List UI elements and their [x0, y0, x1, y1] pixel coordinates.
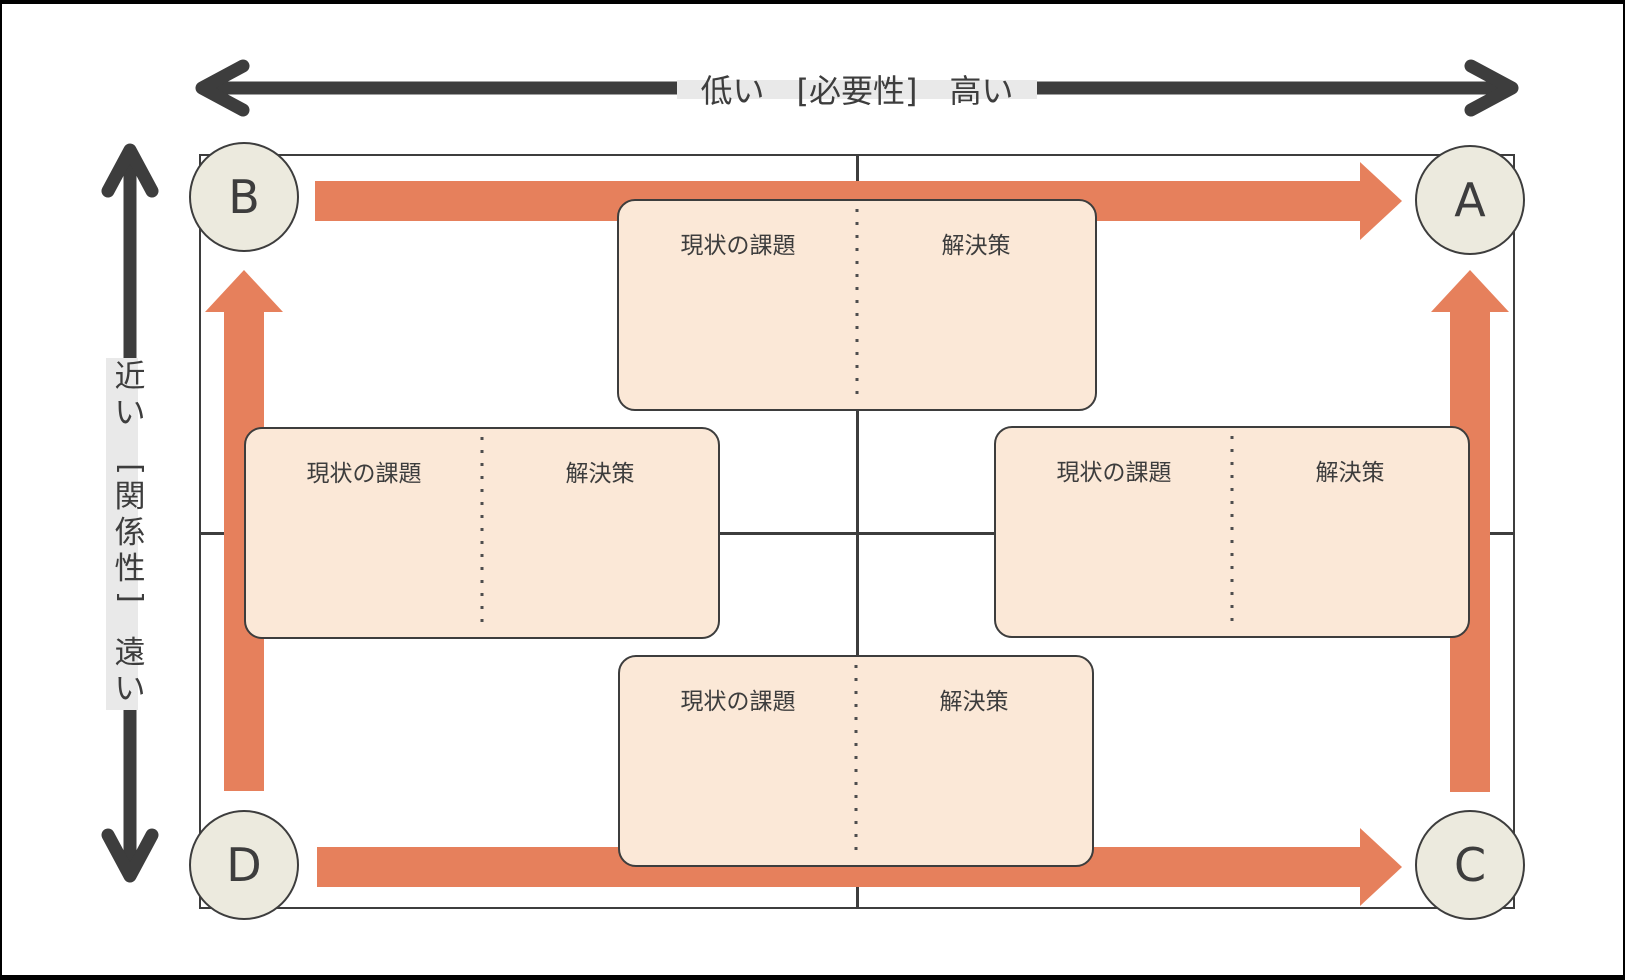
y-axis-top-arrowhead	[101, 143, 159, 198]
card-left: 現状の課題 解決策	[244, 427, 720, 639]
arrow-d-to-c-head	[1360, 828, 1402, 906]
card-top-solution-label: 解決策	[941, 233, 1011, 259]
card-left-solution-label: 解決策	[565, 461, 635, 487]
y-axis-label: 近い[関係性]遠い	[113, 359, 148, 707]
x-axis-label: 低い [必要性] 高い	[700, 72, 1014, 110]
card-top-dotted-divider	[855, 209, 859, 401]
arrow-d-to-b-head	[205, 270, 283, 312]
card-top: 現状の課題 解決策	[617, 199, 1097, 411]
corner-badge-d: D	[189, 810, 299, 920]
card-right-dotted-divider	[1230, 436, 1234, 628]
arrow-c-to-a-head	[1431, 270, 1509, 312]
card-bottom-solution-label: 解決策	[939, 689, 1009, 715]
card-bottom-dotted-divider	[854, 665, 858, 857]
card-bottom: 現状の課題 解決策	[618, 655, 1094, 867]
card-top-problem-label: 現状の課題	[680, 233, 796, 259]
x-axis-right-arrowhead	[1464, 59, 1519, 117]
arrow-b-to-a-head	[1360, 162, 1402, 240]
quadrant-vertical-divider	[856, 156, 859, 907]
card-right-solution-label: 解決策	[1315, 460, 1385, 486]
x-axis-label-band	[677, 80, 1037, 99]
y-axis-bottom-arrowhead	[101, 828, 159, 883]
card-right-problem-label: 現状の課題	[1056, 460, 1172, 486]
corner-badge-a: A	[1415, 145, 1525, 255]
corner-badge-b: B	[189, 142, 299, 252]
card-right: 現状の課題 解決策	[994, 426, 1470, 638]
card-left-dotted-divider	[480, 437, 484, 629]
card-left-problem-label: 現状の課題	[306, 461, 422, 487]
x-axis-left-arrowhead	[195, 59, 250, 117]
y-axis-label-band	[106, 358, 138, 710]
quadrant-horizontal-divider	[201, 532, 1513, 535]
corner-badge-c: C	[1415, 810, 1525, 920]
card-bottom-problem-label: 現状の課題	[680, 689, 796, 715]
